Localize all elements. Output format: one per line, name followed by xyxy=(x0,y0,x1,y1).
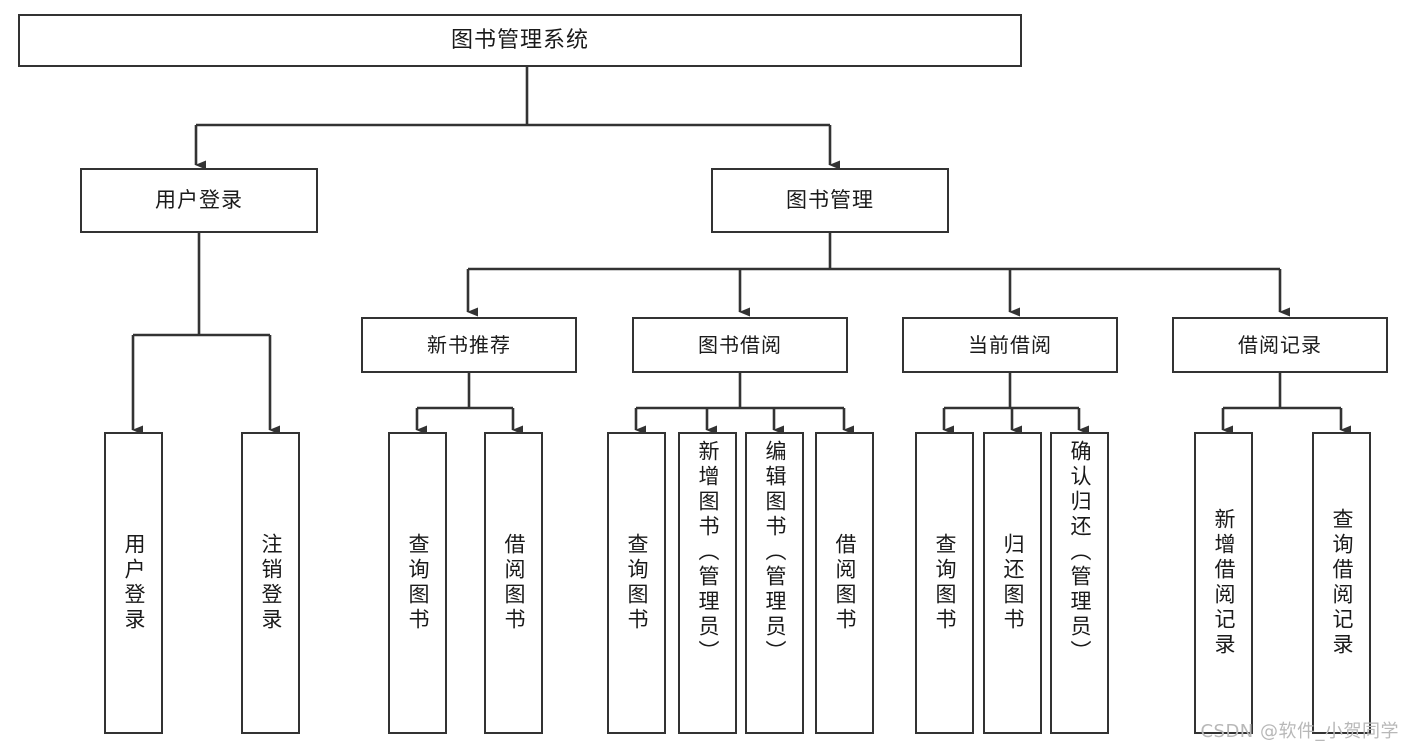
leaf-current-borrow-confirm[interactable]: 确认归还（管理员） xyxy=(1050,432,1109,734)
node-label-book-management: 图书管理 xyxy=(786,188,874,213)
leaf-label-book-borrow-borrow: 借阅图书 xyxy=(833,533,857,633)
leaf-borrow-record-add[interactable]: 新增借阅记录 xyxy=(1194,432,1253,734)
leaf-book-borrow-query[interactable]: 查询图书 xyxy=(607,432,666,734)
node-label-user-login: 用户登录 xyxy=(155,188,243,213)
watermark-text: CSDN @软件_小贺同学 xyxy=(1200,721,1399,742)
node-book-management[interactable]: 图书管理 xyxy=(711,168,949,233)
leaf-user-login-logout[interactable]: 注销登录 xyxy=(241,432,300,734)
leaf-label-current-borrow-confirm: 确认归还（管理员） xyxy=(1068,440,1092,665)
leaf-new-book-borrow[interactable]: 借阅图书 xyxy=(484,432,543,734)
leaf-borrow-record-query[interactable]: 查询借阅记录 xyxy=(1312,432,1371,734)
node-user-login[interactable]: 用户登录 xyxy=(80,168,318,233)
leaf-label-new-book-query: 查询图书 xyxy=(406,533,430,633)
leaf-label-new-book-borrow: 借阅图书 xyxy=(502,533,526,633)
node-label-current-borrow: 当前借阅 xyxy=(968,332,1052,357)
node-root-system[interactable]: 图书管理系统 xyxy=(18,14,1022,67)
leaf-label-book-borrow-query: 查询图书 xyxy=(625,533,649,633)
leaf-book-borrow-add[interactable]: 新增图书（管理员） xyxy=(678,432,737,734)
leaf-label-user-login-logout: 注销登录 xyxy=(259,533,283,633)
leaf-label-borrow-record-query: 查询借阅记录 xyxy=(1330,508,1354,658)
node-label-new-book-recommend: 新书推荐 xyxy=(427,332,511,357)
node-book-borrow[interactable]: 图书借阅 xyxy=(632,317,848,373)
leaf-current-borrow-return[interactable]: 归还图书 xyxy=(983,432,1042,734)
node-current-borrow[interactable]: 当前借阅 xyxy=(902,317,1118,373)
leaf-label-book-borrow-add: 新增图书（管理员） xyxy=(696,440,720,665)
node-new-book-recommend[interactable]: 新书推荐 xyxy=(361,317,577,373)
leaf-book-borrow-edit[interactable]: 编辑图书（管理员） xyxy=(745,432,804,734)
leaf-label-current-borrow-return: 归还图书 xyxy=(1001,533,1025,633)
leaf-user-login-login[interactable]: 用户登录 xyxy=(104,432,163,734)
node-label-root: 图书管理系统 xyxy=(450,27,589,53)
leaf-book-borrow-borrow[interactable]: 借阅图书 xyxy=(815,432,874,734)
leaf-label-current-borrow-query: 查询图书 xyxy=(933,533,957,633)
node-label-borrow-record: 借阅记录 xyxy=(1238,332,1322,357)
leaf-label-borrow-record-add: 新增借阅记录 xyxy=(1212,508,1236,658)
node-borrow-record[interactable]: 借阅记录 xyxy=(1172,317,1388,373)
leaf-current-borrow-query[interactable]: 查询图书 xyxy=(915,432,974,734)
leaf-label-book-borrow-edit: 编辑图书（管理员） xyxy=(763,440,787,665)
leaf-label-user-login-login: 用户登录 xyxy=(122,533,146,633)
leaf-new-book-query[interactable]: 查询图书 xyxy=(388,432,447,734)
node-label-book-borrow: 图书借阅 xyxy=(698,332,782,357)
